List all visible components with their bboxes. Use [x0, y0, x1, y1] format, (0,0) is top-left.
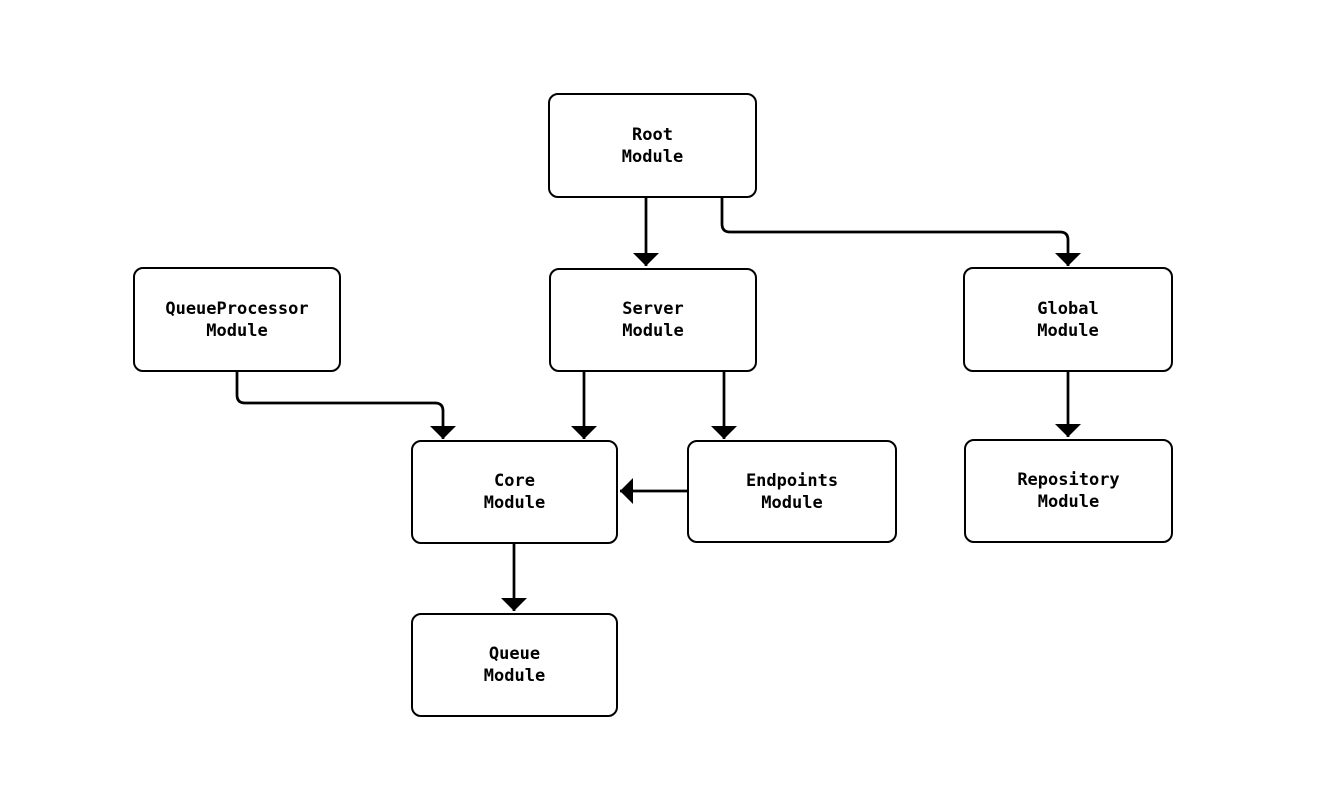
node-queueprocessor-module: QueueProcessor Module — [133, 267, 341, 372]
node-label-line: Module — [1037, 320, 1099, 341]
node-label-line: Core — [494, 471, 535, 491]
node-label-line: Module — [483, 666, 546, 686]
node-label-line: Module — [483, 493, 546, 513]
node-repository-module: Repository Module — [964, 439, 1173, 543]
node-label-line: Server — [622, 299, 684, 319]
node-label-line: Root — [632, 124, 673, 145]
node-label-line: Module — [622, 321, 684, 341]
node-queue-module: Queue Module — [411, 613, 618, 717]
node-endpoints-module: Endpoints Module — [687, 440, 897, 543]
node-label-line: Global — [1037, 298, 1099, 319]
node-global-module: Global Module — [963, 267, 1173, 372]
node-label-line: QueueProcessor — [165, 298, 309, 319]
node-label-line: Module — [1037, 492, 1100, 512]
node-label-line: Repository — [1017, 470, 1120, 490]
node-core-module: Core Module — [411, 440, 618, 544]
node-label-line: Module — [761, 492, 823, 513]
node-label-line: Queue — [488, 644, 541, 664]
node-server-module: Server Module — [549, 268, 757, 372]
node-label-line: Endpoints — [745, 470, 839, 491]
edge-queueprocessor-to-core — [235, 372, 456, 439]
node-label-line: Module — [206, 320, 268, 341]
node-root-module: Root Module — [548, 93, 757, 198]
node-label-line: Module — [621, 146, 684, 167]
edge-root-to-global — [720, 197, 1081, 266]
